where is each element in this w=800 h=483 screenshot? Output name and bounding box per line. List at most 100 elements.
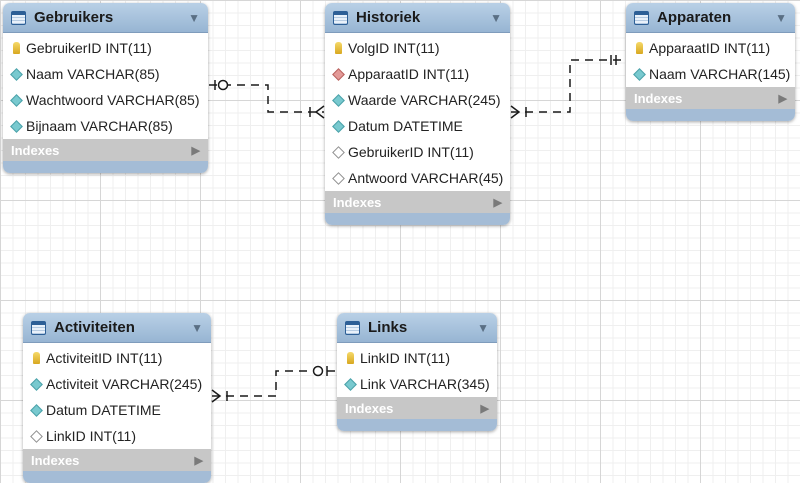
column-label: GebruikerID INT(11) xyxy=(348,144,474,160)
column-row[interactable]: Link VARCHAR(345) xyxy=(337,371,497,397)
column-list: ApparaatID INT(11) Naam VARCHAR(145) xyxy=(626,33,795,87)
crowfoot-icon xyxy=(211,389,222,403)
column-row[interactable]: Bijnaam VARCHAR(85) xyxy=(3,113,208,139)
table-activiteiten[interactable]: Activiteiten ▼ ActiviteitID INT(11) Acti… xyxy=(23,313,211,483)
table-icon xyxy=(333,10,348,25)
primary-key-icon xyxy=(332,42,344,54)
collapse-arrow-icon[interactable]: ▼ xyxy=(490,10,502,25)
crowfoot-icon xyxy=(510,105,521,119)
primary-key-icon xyxy=(30,352,42,364)
crowfoot-icon xyxy=(314,105,325,119)
table-footer xyxy=(3,161,208,173)
column-label: GebruikerID INT(11) xyxy=(26,40,152,56)
table-header[interactable]: Apparaten ▼ xyxy=(626,3,795,33)
column-list: ActiviteitID INT(11) Activiteit VARCHAR(… xyxy=(23,343,211,449)
column-row[interactable]: LinkID INT(11) xyxy=(337,345,497,371)
table-header[interactable]: Activiteiten ▼ xyxy=(23,313,211,343)
table-title: Activiteiten xyxy=(54,319,135,336)
column-label: ApparaatID INT(11) xyxy=(649,40,771,56)
column-row[interactable]: Antwoord VARCHAR(45) xyxy=(325,165,510,191)
collapse-arrow-icon[interactable]: ▼ xyxy=(775,10,787,25)
table-title: Apparaten xyxy=(657,9,732,26)
column-label: Link VARCHAR(345) xyxy=(360,376,490,392)
column-row[interactable]: GebruikerID INT(11) xyxy=(3,35,208,61)
column-label: Activiteit VARCHAR(245) xyxy=(46,376,203,392)
column-label: ActiviteitID INT(11) xyxy=(46,350,163,366)
indexes-label: Indexes xyxy=(333,194,382,210)
table-title: Links xyxy=(368,319,408,336)
column-label: Datum DATETIME xyxy=(348,118,463,134)
collapse-arrow-icon[interactable]: ▼ xyxy=(191,320,203,335)
relationship-activiteiten-links[interactable] xyxy=(211,365,336,403)
table-apparaten[interactable]: Apparaten ▼ ApparaatID INT(11) Naam VARC… xyxy=(626,3,795,121)
table-icon xyxy=(11,10,26,25)
indexes-section[interactable]: Indexes ▶ xyxy=(3,139,208,161)
indexes-section[interactable]: Indexes ▶ xyxy=(325,191,510,213)
column-label: Datum DATETIME xyxy=(46,402,161,418)
column-row[interactable]: VolgID INT(11) xyxy=(325,35,510,61)
table-footer xyxy=(626,109,795,121)
collapse-arrow-icon[interactable]: ▼ xyxy=(188,10,200,25)
indexes-section[interactable]: Indexes ▶ xyxy=(626,87,795,109)
indexes-label: Indexes xyxy=(31,452,80,468)
column-row[interactable]: ApparaatID INT(11) xyxy=(626,35,795,61)
table-footer xyxy=(23,471,211,483)
table-footer xyxy=(325,213,510,225)
column-row[interactable]: Naam VARCHAR(145) xyxy=(626,61,795,87)
column-list: VolgID INT(11) ApparaatID INT(11) Waarde… xyxy=(325,33,510,191)
column-label: Antwoord VARCHAR(45) xyxy=(348,170,504,186)
table-title: Historiek xyxy=(356,9,421,26)
column-row[interactable]: Datum DATETIME xyxy=(23,397,211,423)
primary-key-icon xyxy=(10,42,22,54)
column-row[interactable]: ActiviteitID INT(11) xyxy=(23,345,211,371)
zero-or-one-circle-icon xyxy=(217,79,229,91)
column-row[interactable]: Datum DATETIME xyxy=(325,113,510,139)
column-list: GebruikerID INT(11) Naam VARCHAR(85) Wac… xyxy=(3,33,208,139)
table-footer xyxy=(337,419,497,431)
table-links[interactable]: Links ▼ LinkID INT(11) Link VARCHAR(345)… xyxy=(337,313,497,431)
relationship-gebruikers-historiek[interactable] xyxy=(209,79,325,119)
column-label: Naam VARCHAR(145) xyxy=(649,66,791,82)
column-label: Naam VARCHAR(85) xyxy=(26,66,160,82)
table-header[interactable]: Links ▼ xyxy=(337,313,497,343)
column-row[interactable]: Waarde VARCHAR(245) xyxy=(325,87,510,113)
expand-arrow-icon[interactable]: ▶ xyxy=(194,454,203,467)
expand-arrow-icon[interactable]: ▶ xyxy=(493,196,502,209)
expand-arrow-icon[interactable]: ▶ xyxy=(778,92,787,105)
table-title: Gebruikers xyxy=(34,9,114,26)
column-label: LinkID INT(11) xyxy=(46,428,136,444)
column-label: Waarde VARCHAR(245) xyxy=(348,92,501,108)
table-historiek[interactable]: Historiek ▼ VolgID INT(11) ApparaatID IN… xyxy=(325,3,510,225)
column-row[interactable]: GebruikerID INT(11) xyxy=(325,139,510,165)
indexes-label: Indexes xyxy=(11,142,60,158)
column-label: LinkID INT(11) xyxy=(360,350,450,366)
primary-key-icon xyxy=(633,42,645,54)
indexes-label: Indexes xyxy=(345,400,394,416)
column-row[interactable]: Wachtwoord VARCHAR(85) xyxy=(3,87,208,113)
collapse-arrow-icon[interactable]: ▼ xyxy=(477,320,489,335)
table-icon xyxy=(31,320,46,335)
column-row[interactable]: LinkID INT(11) xyxy=(23,423,211,449)
primary-key-icon xyxy=(344,352,356,364)
table-icon xyxy=(345,320,360,335)
column-label: ApparaatID INT(11) xyxy=(348,66,470,82)
table-header[interactable]: Historiek ▼ xyxy=(325,3,510,33)
table-icon xyxy=(634,10,649,25)
column-label: VolgID INT(11) xyxy=(348,40,440,56)
column-row[interactable]: Naam VARCHAR(85) xyxy=(3,61,208,87)
column-row[interactable]: ApparaatID INT(11) xyxy=(325,61,510,87)
indexes-section[interactable]: Indexes ▶ xyxy=(337,397,497,419)
table-header[interactable]: Gebruikers ▼ xyxy=(3,3,208,33)
indexes-section[interactable]: Indexes ▶ xyxy=(23,449,211,471)
column-label: Bijnaam VARCHAR(85) xyxy=(26,118,173,134)
column-row[interactable]: Activiteit VARCHAR(245) xyxy=(23,371,211,397)
column-list: LinkID INT(11) Link VARCHAR(345) xyxy=(337,343,497,397)
table-gebruikers[interactable]: Gebruikers ▼ GebruikerID INT(11) Naam VA… xyxy=(3,3,208,173)
relationship-historiek-apparaten[interactable] xyxy=(510,55,625,119)
expand-arrow-icon[interactable]: ▶ xyxy=(191,144,200,157)
expand-arrow-icon[interactable]: ▶ xyxy=(480,402,489,415)
zero-or-one-circle-icon xyxy=(312,365,324,377)
indexes-label: Indexes xyxy=(634,90,683,106)
column-label: Wachtwoord VARCHAR(85) xyxy=(26,92,200,108)
